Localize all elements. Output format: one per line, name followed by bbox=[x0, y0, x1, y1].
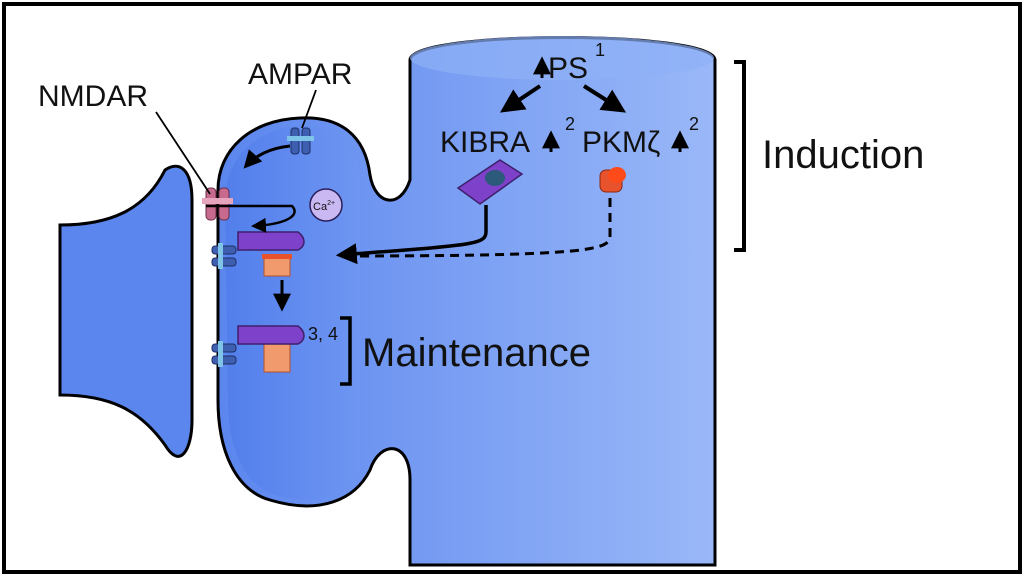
calcium-label: Ca2+ bbox=[313, 200, 335, 213]
spine-head-shading bbox=[225, 125, 360, 500]
complex-reference: 3, 4 bbox=[308, 324, 338, 344]
kibra-pkmz-complex-2 bbox=[237, 325, 305, 373]
pkmz-label: PKMζ bbox=[582, 126, 660, 159]
kibra-to-synapse-arrow bbox=[335, 205, 488, 265]
ampar-receptor-side-2 bbox=[211, 341, 237, 367]
ps-to-pkmz-arrow bbox=[582, 84, 627, 113]
kibra-pkmz-complex-1 bbox=[237, 231, 305, 277]
ampar-receptor-top bbox=[287, 127, 314, 155]
kibra-protein bbox=[456, 159, 524, 205]
nmdar-receptor bbox=[202, 187, 233, 221]
kibra-label: KIBRA bbox=[440, 126, 530, 159]
calcium-ion-circle bbox=[309, 188, 343, 222]
pkmz-to-synapse-arrow bbox=[339, 198, 612, 258]
calcium-entry-arrow bbox=[206, 204, 296, 233]
ps-reference: 1 bbox=[595, 40, 605, 60]
kibra-reference: 2 bbox=[565, 114, 575, 134]
ps-label-group: PS 1 bbox=[533, 40, 605, 85]
maintenance-label: Maintenance bbox=[362, 331, 591, 375]
ampar-callout-line bbox=[301, 89, 317, 129]
ampar-label: AMPAR bbox=[248, 58, 352, 91]
nmdar-label: NMDAR bbox=[38, 80, 148, 113]
maintenance-bracket bbox=[340, 316, 352, 386]
dendrite-top-rim bbox=[410, 36, 714, 80]
kibra-label-group: KIBRA 2 bbox=[440, 114, 575, 159]
ampar-receptor-side-1 bbox=[211, 243, 237, 269]
ampar-insertion-arrow bbox=[243, 144, 291, 169]
presynaptic-terminal bbox=[58, 164, 194, 458]
calcium-charge: 2+ bbox=[327, 200, 335, 207]
ps-to-kibra-arrow bbox=[500, 84, 542, 113]
pkmz-label-group: PKMζ 2 bbox=[582, 114, 699, 159]
induction-bracket bbox=[734, 60, 746, 252]
ps-label: PS bbox=[548, 52, 588, 85]
nmdar-callout-line bbox=[155, 111, 211, 195]
pkmz-reference: 2 bbox=[689, 114, 699, 134]
induction-label: Induction bbox=[762, 133, 924, 177]
pkmz-protein bbox=[599, 167, 626, 193]
